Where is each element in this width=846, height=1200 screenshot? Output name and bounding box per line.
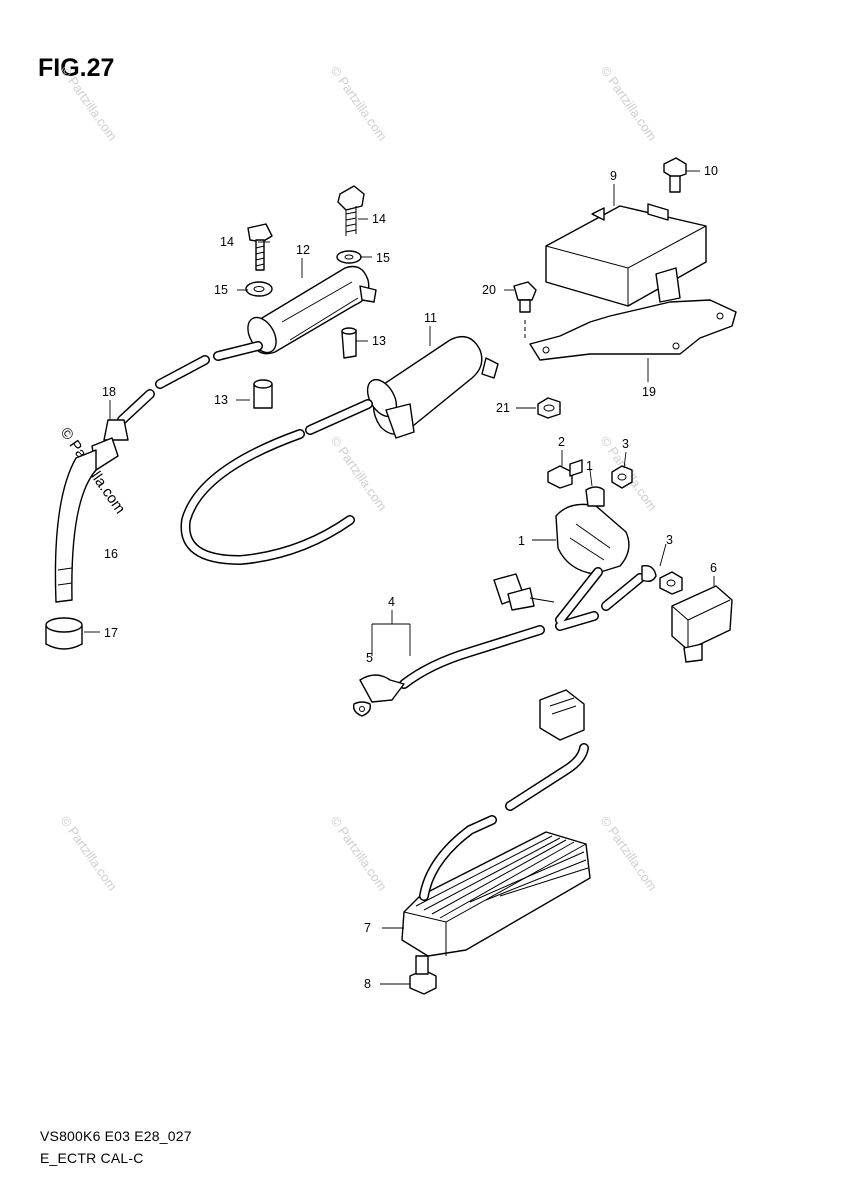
spacer-13-lower[interactable] bbox=[253, 379, 273, 409]
callout-10: 10 bbox=[704, 164, 718, 178]
callout-5: 5 bbox=[366, 651, 373, 665]
rectifier-regulator-7[interactable] bbox=[401, 831, 591, 957]
nut-3-upper[interactable] bbox=[611, 465, 633, 489]
cable-end-5[interactable] bbox=[352, 674, 405, 717]
callout-labels: 9 10 11 12 14 14 15 15 13 13 18 16 17 20… bbox=[102, 164, 718, 991]
callout-21: 21 bbox=[496, 401, 510, 415]
callout-13-lower: 13 bbox=[214, 393, 228, 407]
watermark: © Partzilla.com bbox=[598, 63, 661, 143]
regulator-connector[interactable] bbox=[539, 689, 585, 741]
watermark: © Partzilla.com bbox=[598, 813, 661, 893]
callout-8: 8 bbox=[364, 977, 371, 991]
nut-21[interactable] bbox=[537, 397, 561, 419]
figure-description: E_ECTR CAL-C bbox=[40, 1150, 144, 1166]
ignition-coil-11[interactable] bbox=[362, 336, 499, 439]
bolt-2[interactable] bbox=[547, 459, 583, 489]
watermark: © Partzilla.com bbox=[328, 433, 391, 513]
callout-15-left: 15 bbox=[214, 283, 228, 297]
callout-7: 7 bbox=[364, 921, 371, 935]
callout-15-top: 15 bbox=[376, 251, 390, 265]
callout-3-lower: 3 bbox=[666, 533, 673, 547]
nut-14-top[interactable] bbox=[337, 185, 365, 236]
bracket-19[interactable] bbox=[529, 299, 737, 361]
callout-6: 6 bbox=[710, 561, 717, 575]
callout-12: 12 bbox=[296, 243, 310, 257]
callout-9: 9 bbox=[610, 169, 617, 183]
watermark: © Partzilla.com bbox=[328, 813, 391, 893]
leader-lines bbox=[84, 170, 715, 985]
nut-3-lower[interactable] bbox=[659, 571, 683, 595]
washer-15-top[interactable] bbox=[336, 250, 362, 264]
bolt-10[interactable] bbox=[663, 157, 687, 193]
bolt-20[interactable] bbox=[513, 281, 537, 340]
watermark: © Partzilla.com bbox=[328, 63, 391, 143]
figure-title: FIG.27 bbox=[38, 54, 115, 82]
relay-cover-6[interactable] bbox=[671, 585, 733, 663]
callout-1-small: 1 bbox=[586, 459, 593, 473]
callout-11: 11 bbox=[424, 311, 437, 325]
bolt-8[interactable] bbox=[409, 955, 437, 995]
callout-1: 1 bbox=[518, 534, 525, 548]
callout-14-left: 14 bbox=[220, 235, 234, 249]
starter-relay-1[interactable] bbox=[555, 486, 630, 575]
callout-19: 19 bbox=[642, 385, 656, 399]
plug-cap-16[interactable] bbox=[54, 437, 119, 603]
callout-18: 18 bbox=[102, 385, 116, 399]
callout-4: 4 bbox=[388, 595, 395, 609]
clamp-18[interactable] bbox=[103, 419, 129, 441]
callout-14-top: 14 bbox=[372, 212, 386, 226]
watermark: © Partzilla.com bbox=[58, 63, 121, 143]
rubber-cap-17[interactable] bbox=[45, 617, 83, 650]
callout-20: 20 bbox=[482, 283, 496, 297]
relay-connector[interactable] bbox=[493, 573, 555, 611]
callout-3-upper: 3 bbox=[622, 437, 629, 451]
bolt-14-left[interactable] bbox=[247, 223, 273, 271]
callout-16: 16 bbox=[104, 547, 118, 561]
ignitor-unit-9[interactable] bbox=[545, 203, 707, 307]
callout-17: 17 bbox=[104, 626, 118, 640]
figure-code: VS800K6 E03 E28_027 bbox=[40, 1128, 192, 1144]
spacer-13-upper[interactable] bbox=[341, 327, 357, 359]
washer-15-left[interactable] bbox=[245, 281, 273, 297]
callout-13-upper: 13 bbox=[372, 334, 386, 348]
watermark: © Partzilla.com bbox=[58, 813, 121, 893]
callout-2: 2 bbox=[558, 435, 565, 449]
